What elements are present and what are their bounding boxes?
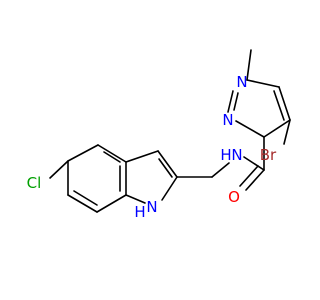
bond-c4pz-br <box>283 119 291 145</box>
indole-hydrogen-label: H <box>134 203 145 221</box>
bond-n1-c7a <box>125 194 146 204</box>
indole-nitrogen-label: N <box>146 198 157 216</box>
bond-c4-c5 <box>67 144 99 162</box>
pyrazole-n1-label: N <box>236 73 247 91</box>
bond-inner-2 <box>103 151 121 163</box>
bonds <box>49 49 291 213</box>
bromine-label: Br <box>260 146 277 164</box>
bond-c5pz-n1 <box>246 79 280 88</box>
carbonyl-oxygen-label: O <box>228 188 240 206</box>
amide-nitrogen-label: N <box>231 146 242 164</box>
bond-c3a-c4 <box>97 144 127 163</box>
chlorine-label: Cl <box>27 174 42 192</box>
bond-c3-c2-inner <box>158 158 173 178</box>
bond-c-o-1 <box>245 169 265 191</box>
bond-n1-n2-inner <box>233 92 239 111</box>
bond-c3pz-n2 <box>235 120 265 138</box>
bond-c3pz-c4pz <box>263 119 291 138</box>
bond-n1-n2 <box>227 90 234 113</box>
atom-labels: Cl N H N H O Br N N <box>27 73 277 221</box>
bond-c3-c2 <box>157 150 178 178</box>
bond-inner-1 <box>73 190 98 206</box>
bond-c2-n1 <box>161 176 178 201</box>
bond-c4pz-c5pz <box>278 86 291 121</box>
amide-hydrogen-label: H <box>220 146 231 164</box>
pyrazole-n2-label: N <box>222 111 233 129</box>
bond-c5-c6 <box>49 160 69 179</box>
bond-c-o-2 <box>239 165 259 187</box>
bond-n1-me <box>246 49 252 81</box>
bond-c3a-c3 <box>125 150 159 163</box>
bond-c6-c7 <box>67 194 98 213</box>
bond-c7-c7a <box>96 194 127 213</box>
molecule-structure: Cl N H N H O Br N N <box>27 49 291 221</box>
bond-c4pz-c5pz-inner <box>273 90 285 121</box>
bond-ch2-n <box>211 162 230 178</box>
bond-n-c <box>243 156 265 171</box>
